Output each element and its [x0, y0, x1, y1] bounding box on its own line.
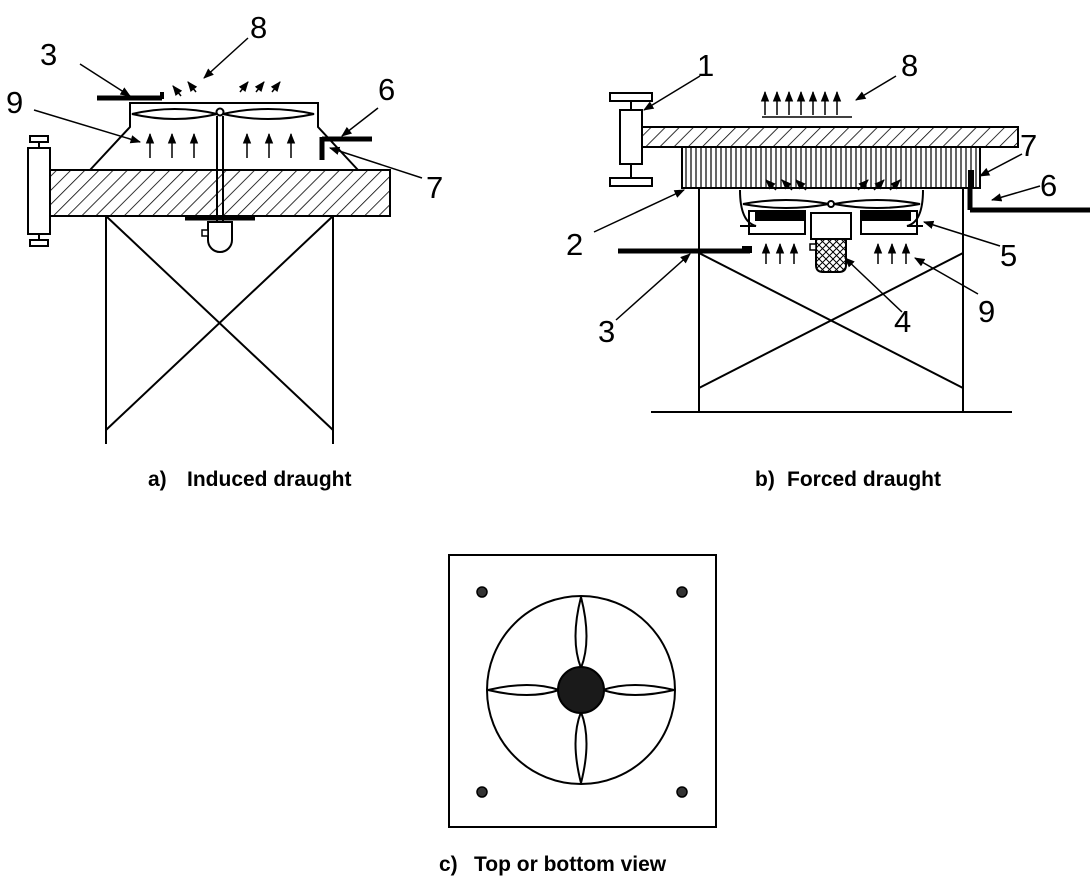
item-6-7-bracket: [967, 170, 1090, 213]
fan-ring: [486, 595, 676, 785]
airflow-arrows-fan: [765, 179, 901, 191]
caption-c-text: Top or bottom view: [474, 853, 667, 876]
label-b-5: 5: [1000, 238, 1017, 273]
label-a-3: 3: [40, 37, 57, 72]
leader-7: [329, 146, 423, 179]
leader-8: [855, 75, 897, 101]
fan-motor: [809, 212, 852, 273]
mounting-holes: [476, 586, 688, 798]
leader-9: [914, 257, 979, 295]
leader-6: [341, 107, 379, 137]
label-b-9: 9: [978, 294, 995, 329]
fan-drive: [185, 116, 255, 253]
label-b-7: 7: [1020, 128, 1037, 163]
item-3-plate: [618, 246, 752, 254]
fan-hub: [557, 666, 605, 714]
label-b-2: 2: [566, 227, 583, 262]
finned-block: [681, 146, 981, 189]
panel-forced-draught: 1 8 7 6 2 5 3 4 9 b) Forced draught: [566, 48, 1090, 491]
label-b-8: 8: [901, 48, 918, 83]
label-b-6: 6: [1040, 168, 1057, 203]
leader-5: [922, 220, 1001, 247]
item-6-7-bracket: [319, 136, 372, 160]
leader-7: [979, 153, 1023, 177]
airflow-arrows-out: [172, 81, 281, 97]
caption-c-letter: c): [439, 853, 458, 876]
airflow-arrows-out: [760, 90, 852, 118]
fan-blades: [742, 199, 921, 235]
caption-b-letter: b): [755, 468, 775, 491]
header: [27, 135, 51, 247]
header: [609, 92, 653, 187]
label-b-4: 4: [894, 304, 911, 339]
fan-plenum: [89, 102, 359, 171]
fan-blades: [131, 107, 315, 120]
leader-3: [79, 63, 131, 97]
leader-6: [990, 185, 1041, 202]
caption-a-letter: a): [148, 468, 167, 491]
label-a-8: 8: [250, 10, 267, 45]
label-a-7: 7: [426, 170, 443, 205]
support-frame: [105, 215, 334, 444]
label-a-6: 6: [378, 72, 395, 107]
tube-bundle: [49, 169, 391, 217]
leader-1: [643, 75, 701, 111]
leader-8: [203, 37, 249, 79]
label-b-1: 1: [697, 48, 714, 83]
leader-3: [615, 253, 691, 321]
item-3-plate: [97, 92, 164, 101]
label-a-9: 9: [6, 85, 23, 120]
panel-top-view: c) Top or bottom view: [439, 554, 717, 876]
panel-induced-draught: 3 8 9 6 7 a) Induced draught: [6, 10, 443, 491]
support-frame: [651, 188, 1012, 413]
label-b-3: 3: [598, 314, 615, 349]
leader-9: [33, 109, 142, 144]
caption-b-text: Forced draught: [787, 468, 941, 491]
leader-4: [844, 257, 903, 313]
airflow-arrows-in: [145, 132, 296, 158]
leader-2: [593, 189, 685, 233]
airflow-arrows-in: [761, 242, 911, 264]
caption-a-text: Induced draught: [187, 468, 352, 491]
tube-bundle: [639, 126, 1019, 148]
